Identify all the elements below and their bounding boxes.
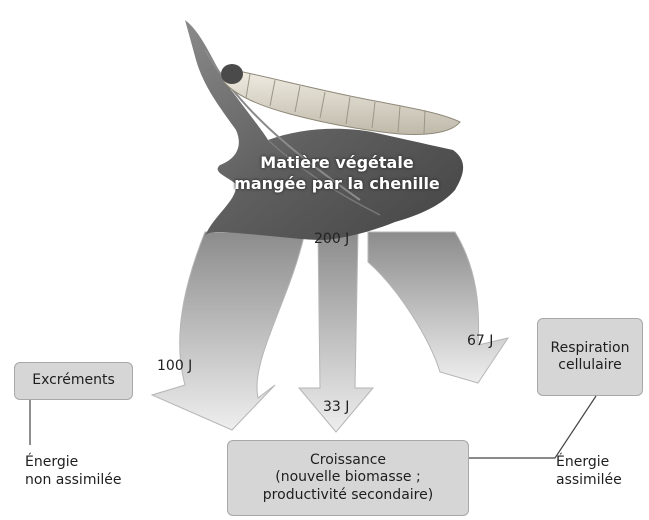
note-non-assimilated: Énergie non assimilée bbox=[25, 453, 121, 489]
note-assimilated: Énergie assimilée bbox=[556, 453, 622, 489]
note-non-assimilated-line-1: Énergie bbox=[25, 453, 121, 471]
note-assimilated-line-1: Énergie bbox=[556, 453, 622, 471]
connector-assimilated bbox=[469, 396, 596, 458]
note-non-assimilated-line-2: non assimilée bbox=[25, 471, 121, 489]
note-assimilated-line-2: assimilée bbox=[556, 471, 622, 489]
